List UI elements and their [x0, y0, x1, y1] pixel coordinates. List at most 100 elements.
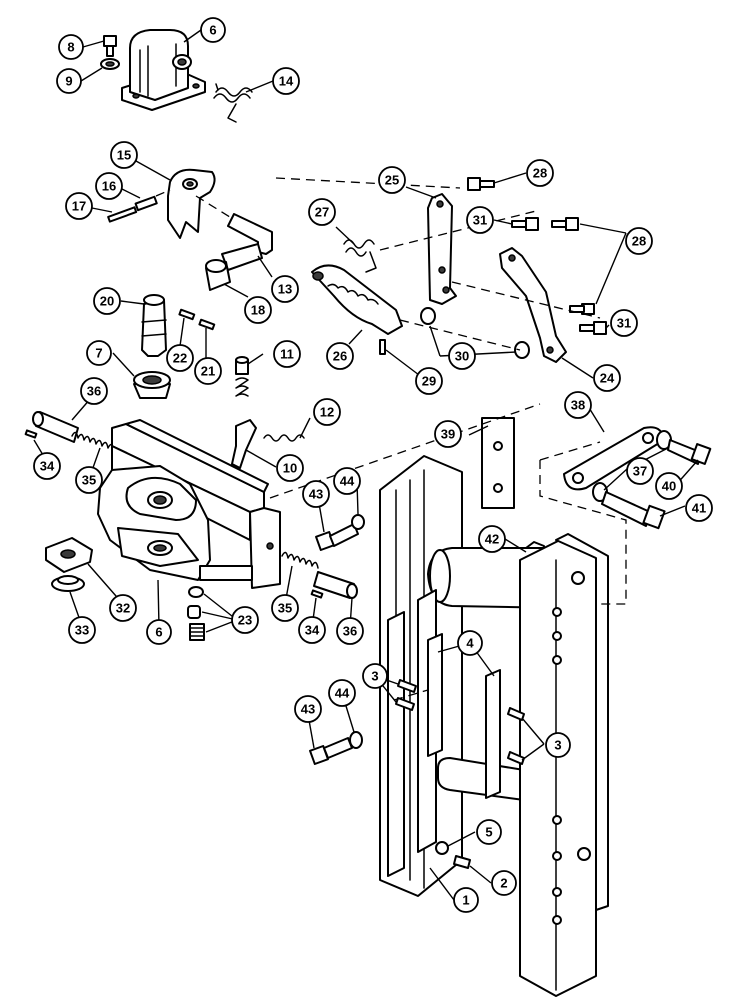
svg-text:36: 36	[343, 624, 357, 639]
svg-text:28: 28	[533, 166, 547, 181]
callout-38: 38	[564, 391, 592, 419]
bolt-31-low	[579, 321, 607, 335]
bolt-28-mid	[551, 217, 579, 231]
callout-35: 35	[271, 594, 299, 622]
callout-13: 13	[271, 275, 299, 303]
callout-6: 6	[146, 619, 172, 645]
callout-34: 34	[33, 452, 61, 480]
svg-text:4: 4	[466, 636, 474, 651]
spring-14	[213, 83, 253, 123]
svg-text:38: 38	[571, 398, 585, 413]
callout-44: 44	[328, 679, 356, 707]
svg-text:16: 16	[102, 179, 116, 194]
svg-text:35: 35	[82, 473, 96, 488]
svg-text:6: 6	[155, 625, 162, 640]
svg-text:36: 36	[87, 384, 101, 399]
svg-text:23: 23	[238, 613, 252, 628]
callout-40: 40	[655, 472, 683, 500]
callout-26: 26	[326, 342, 354, 370]
bushing-30a	[420, 307, 436, 325]
callout-21: 21	[194, 357, 222, 385]
callout-43: 43	[302, 480, 330, 508]
svg-text:40: 40	[662, 479, 676, 494]
callout-34: 34	[298, 616, 326, 644]
bolt-31-top	[511, 217, 539, 231]
svg-text:11: 11	[280, 347, 294, 362]
bolt-28-low	[569, 303, 595, 315]
svg-text:44: 44	[340, 474, 355, 489]
lever-10	[231, 419, 257, 469]
callout-32: 32	[109, 594, 137, 622]
svg-text:37: 37	[633, 464, 647, 479]
svg-text:1: 1	[462, 893, 469, 908]
callout-30: 30	[448, 342, 476, 370]
callout-bubbles: 8 6 9 14 15 16 17 13 18 25 28 27 31 28 3…	[33, 17, 713, 913]
svg-text:6: 6	[209, 23, 216, 38]
callout-12: 12	[313, 398, 341, 426]
pin-34-bottom	[310, 589, 324, 599]
svg-text:39: 39	[441, 427, 455, 442]
plunger-11	[235, 356, 249, 397]
callout-39: 39	[434, 420, 462, 448]
svg-text:5: 5	[485, 825, 492, 840]
callout-1: 1	[453, 887, 479, 913]
callout-28: 28	[526, 159, 554, 187]
svg-text:12: 12	[320, 405, 334, 420]
callout-41: 41	[685, 494, 713, 522]
svg-text:15: 15	[117, 148, 131, 163]
callout-16: 16	[95, 172, 123, 200]
plug-23	[187, 586, 205, 641]
svg-text:35: 35	[278, 601, 292, 616]
spring-35-bottom	[281, 551, 319, 569]
pin-21	[198, 318, 216, 331]
svg-text:33: 33	[75, 623, 89, 638]
callout-11: 11	[273, 340, 301, 368]
callout-17: 17	[65, 192, 93, 220]
callout-3: 3	[545, 732, 571, 758]
callout-6: 6	[200, 17, 226, 43]
svg-text:8: 8	[67, 40, 74, 55]
callout-35: 35	[75, 466, 103, 494]
pedal-26	[311, 264, 403, 355]
svg-text:26: 26	[333, 349, 347, 364]
callout-15: 15	[110, 141, 138, 169]
svg-text:2: 2	[500, 876, 507, 891]
svg-text:21: 21	[201, 364, 215, 379]
svg-text:31: 31	[473, 213, 487, 228]
svg-text:28: 28	[632, 234, 646, 249]
latch-plate-32	[45, 537, 93, 573]
callout-8: 8	[58, 34, 84, 60]
callout-9: 9	[56, 68, 82, 94]
svg-text:7: 7	[95, 346, 102, 361]
svg-text:42: 42	[485, 532, 499, 547]
pin-22	[178, 308, 196, 321]
bolt-40	[667, 439, 712, 465]
arm-24	[499, 247, 567, 363]
svg-text:14: 14	[279, 74, 294, 89]
handle-13	[221, 213, 273, 271]
svg-text:13: 13	[278, 282, 292, 297]
parts-artwork	[24, 29, 712, 997]
callout-43: 43	[294, 695, 322, 723]
svg-text:17: 17	[72, 199, 86, 214]
svg-text:3: 3	[371, 669, 378, 684]
link-38	[563, 426, 665, 491]
spring-clip-33	[51, 575, 85, 592]
pin-34-top	[24, 429, 38, 439]
svg-text:30: 30	[455, 349, 469, 364]
svg-text:43: 43	[309, 487, 323, 502]
link-25	[427, 193, 457, 305]
bushing-30b	[514, 341, 530, 359]
callout-36: 36	[336, 617, 364, 645]
callout-3: 3	[362, 663, 388, 689]
pin-36-top	[32, 411, 79, 443]
bolt-41	[601, 491, 666, 530]
svg-text:44: 44	[335, 686, 350, 701]
callout-44: 44	[333, 467, 361, 495]
callout-31: 31	[610, 309, 638, 337]
svg-text:34: 34	[305, 623, 320, 638]
callout-25: 25	[378, 166, 406, 194]
pin-16	[134, 195, 158, 212]
svg-text:29: 29	[422, 374, 436, 389]
